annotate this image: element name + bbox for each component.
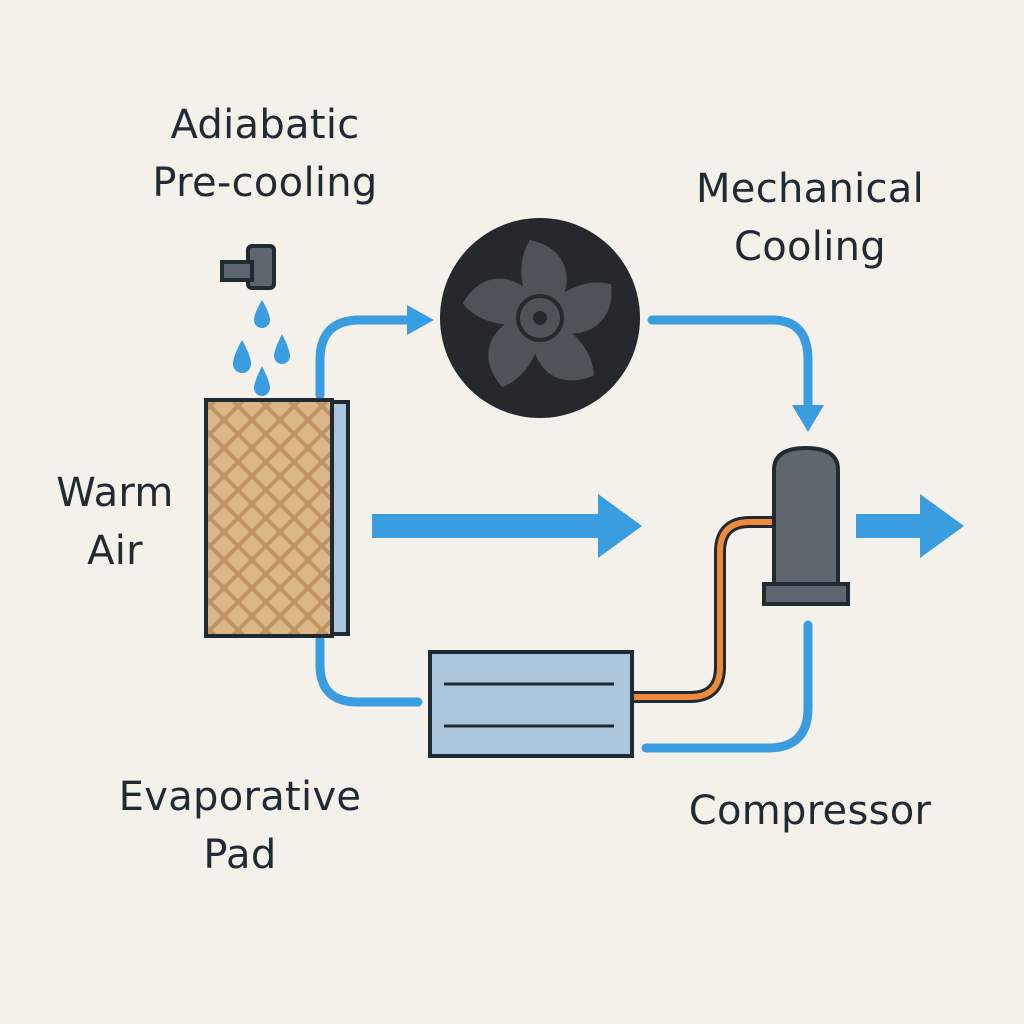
label-line: Pre-cooling [152,160,378,206]
compressor-icon [762,445,850,606]
faucet-icon [220,244,276,290]
fan-icon [440,218,640,418]
label-line: Compressor [688,788,932,834]
evaporative-pad-icon [204,398,350,638]
airflow-coil-to-compressor [641,620,813,753]
condenser-coil-icon [428,650,634,758]
label-compressor: Compressor [660,782,960,840]
label-warm-air: Warm Air [40,464,190,580]
label-line: Evaporative [118,774,362,820]
label-line: Pad [203,832,277,878]
label-line: Air [87,528,143,574]
label-line: Warm [56,470,174,516]
airflow-to-fan [315,305,434,400]
airflow-fan-to-compressor [647,315,824,432]
label-evaporative-pad: Evaporative Pad [95,768,385,884]
airflow-pad-to-coil [315,635,423,707]
refrigerant-line [632,516,772,703]
outlet-airflow-arrow [856,494,964,558]
label-line: Mechanical [695,166,925,212]
label-adiabatic-pre-cooling: Adiabatic Pre-cooling [120,96,410,212]
label-mechanical-cooling: Mechanical Cooling [665,160,955,276]
arrow-head-icon [792,405,824,432]
water-drop-icon [233,300,290,396]
arrow-head-icon [407,305,434,335]
label-line: Cooling [734,224,886,270]
label-line: Adiabatic [170,102,360,148]
main-airflow-arrow [372,494,642,558]
